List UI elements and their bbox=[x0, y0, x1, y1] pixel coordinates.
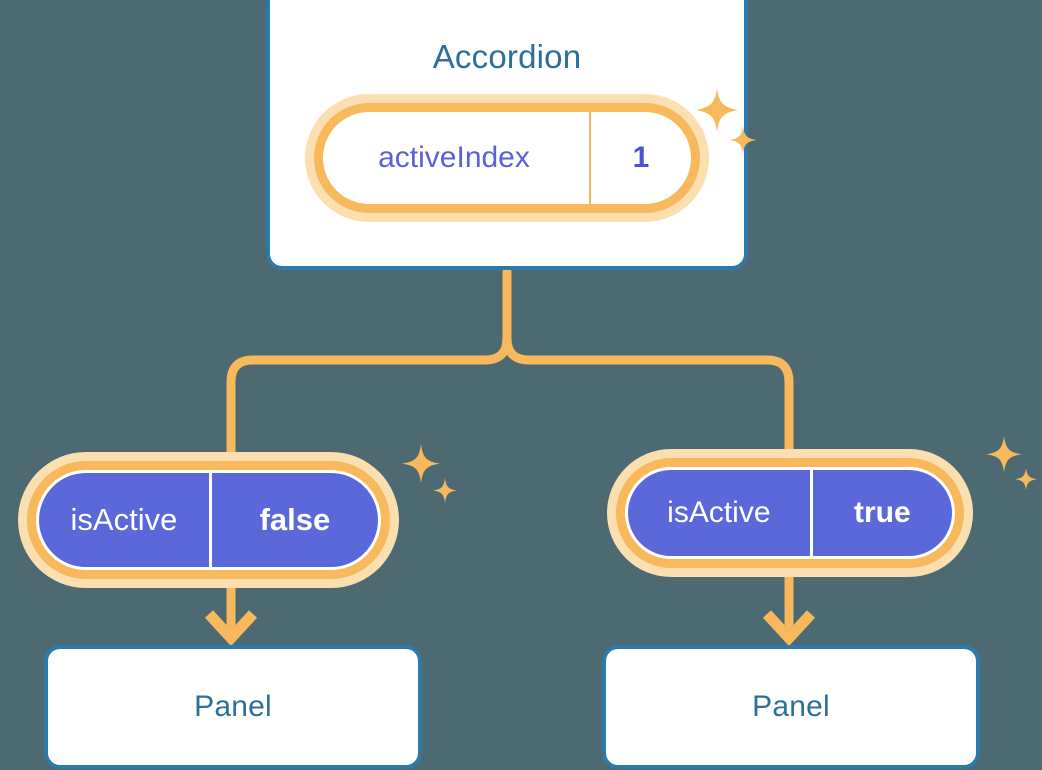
prop-pill-value: false bbox=[259, 502, 331, 537]
prop-pill-isactive-left[interactable]: isActive false bbox=[18, 452, 399, 588]
pill-ring: activeIndex 1 bbox=[314, 103, 700, 213]
arrow-down-icon bbox=[204, 588, 258, 647]
prop-pill-key: isActive bbox=[628, 470, 813, 556]
state-pill-activeindex[interactable]: activeIndex 1 bbox=[305, 94, 709, 222]
component-title: Accordion bbox=[432, 38, 582, 75]
state-pill-value: 1 bbox=[632, 141, 650, 174]
sparkle-group bbox=[402, 444, 457, 503]
arrow-down-icon bbox=[762, 577, 816, 647]
sparkle-four-point-large-icon bbox=[986, 436, 1022, 472]
pill-ring: isActive false bbox=[27, 461, 390, 579]
pill-ring: isActive true bbox=[616, 458, 964, 568]
sparkle-group bbox=[986, 436, 1037, 490]
prop-pill-isactive-right[interactable]: isActive true bbox=[607, 449, 973, 577]
pill-body: isActive true bbox=[625, 467, 955, 559]
component-title: Panel bbox=[194, 690, 272, 723]
sparkle-four-point-small-icon bbox=[433, 478, 457, 503]
sparkle-four-point-small-icon bbox=[1015, 468, 1037, 490]
component-card-panel-right[interactable]: Panel bbox=[602, 645, 980, 769]
prop-pill-value: true bbox=[853, 496, 911, 529]
branch-connector-icon bbox=[226, 267, 512, 457]
pill-body: activeIndex 1 bbox=[323, 112, 691, 204]
prop-pill-key: isActive bbox=[39, 473, 212, 567]
component-title: Panel bbox=[752, 690, 830, 723]
component-card-panel-left[interactable]: Panel bbox=[44, 645, 422, 769]
branch-connector-icon bbox=[502, 333, 794, 454]
state-pill-key: activeIndex bbox=[323, 112, 591, 204]
pill-body: isActive false bbox=[36, 470, 381, 570]
sparkle-four-point-large-icon bbox=[402, 444, 440, 483]
